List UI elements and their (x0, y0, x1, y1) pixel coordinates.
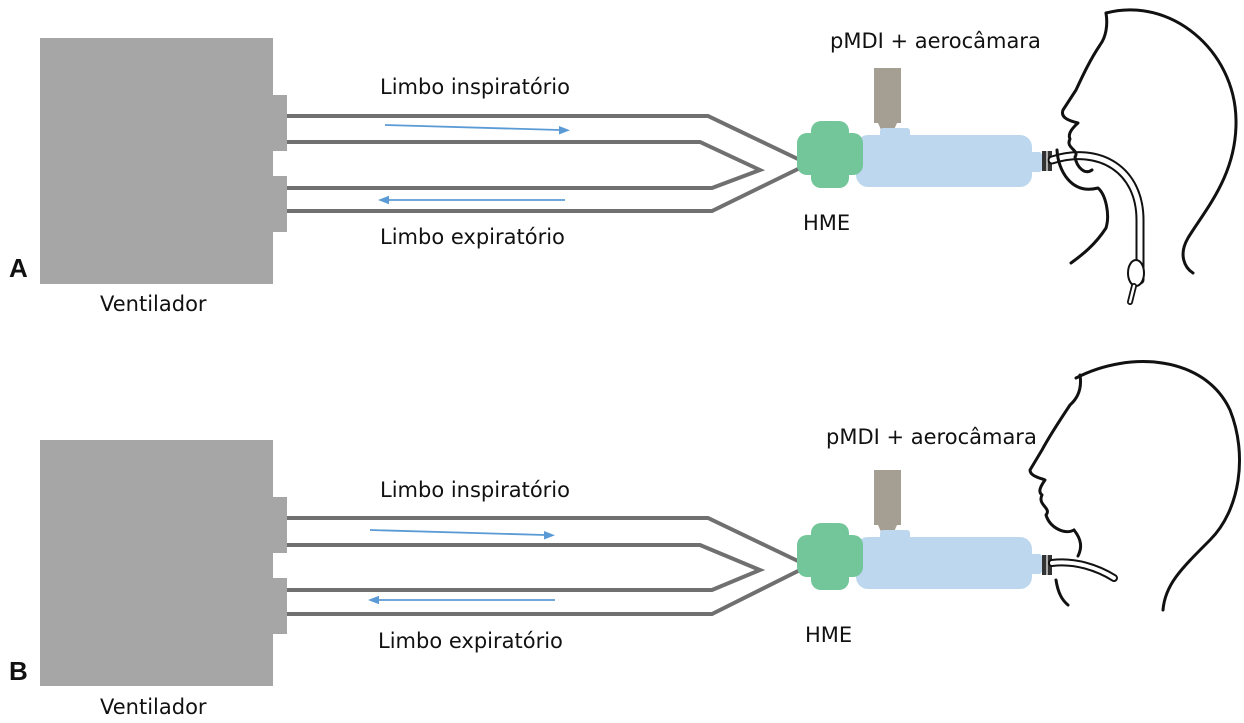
ventilator-label-a: Ventilador (100, 292, 207, 316)
hme-label-a: HME (803, 211, 850, 235)
inspiratory-limb-label-b: Limbo inspiratório (380, 478, 570, 502)
tracheostomy-tube-b (1042, 555, 1118, 582)
ventilator-a (40, 38, 287, 284)
expiratory-limb-a (287, 166, 801, 213)
spacer-chamber-a (856, 128, 1042, 187)
ventilator-label-b: Ventilador (100, 695, 207, 719)
inspiratory-flow-arrow-b (369, 529, 555, 540)
panel-letter-a: A (9, 253, 28, 283)
patient-head-a (1055, 8, 1238, 275)
hme-filter-b (797, 523, 863, 590)
hme-label-b: HME (805, 623, 852, 647)
inspiratory-limb-inner-b (287, 543, 766, 592)
inspiratory-flow-arrow-a (384, 124, 570, 135)
pmdi-canister-b (874, 470, 901, 534)
inspiratory-limb-inner-a (287, 140, 766, 190)
circuit-tubing-b (287, 516, 801, 616)
inspiratory-limb-a (287, 114, 801, 162)
expiratory-flow-arrow-a (378, 195, 565, 205)
expiratory-limb-label-a: Limbo expiratório (380, 225, 565, 249)
inspiratory-limb-b (287, 516, 801, 564)
expiratory-flow-arrow-b (368, 595, 555, 605)
panel-b (40, 360, 1241, 686)
pmdi-canister-a (874, 68, 901, 132)
panel-a (40, 8, 1238, 305)
circuit-tubing-a (287, 114, 801, 213)
expiratory-limb-label-b: Limbo expiratório (378, 629, 563, 653)
patient-head-b (1028, 360, 1241, 612)
hme-filter-a (797, 121, 863, 188)
expiratory-limb-b (287, 568, 801, 616)
ventilator-b (40, 440, 287, 686)
pmdi-label-a: pMDI + aerocâmara (830, 29, 1041, 53)
pmdi-label-b: pMDI + aerocâmara (826, 425, 1037, 449)
spacer-chamber-b (856, 530, 1042, 589)
inspiratory-limb-label-a: Limbo inspiratório (380, 75, 570, 99)
panel-letter-b: B (9, 656, 28, 686)
endotracheal-tube-a (1042, 151, 1145, 305)
